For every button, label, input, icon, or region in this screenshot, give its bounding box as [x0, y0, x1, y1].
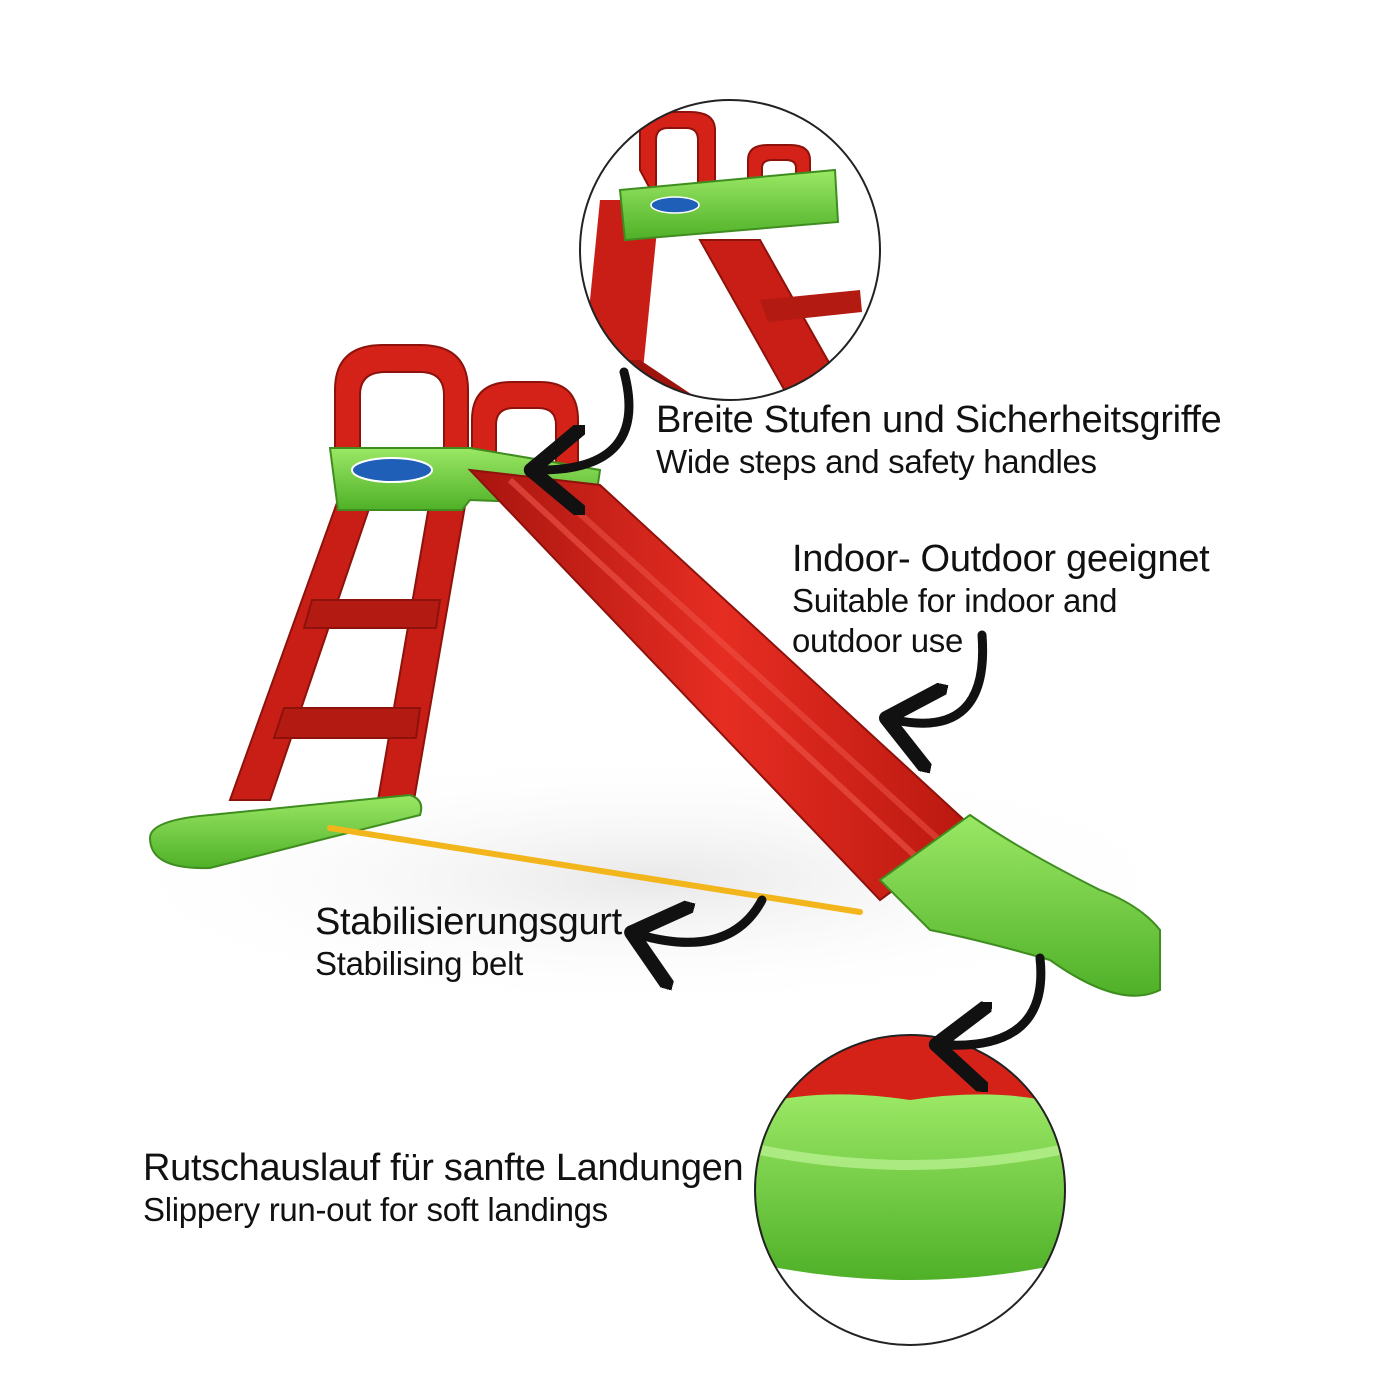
ladder-right-rail	[376, 499, 468, 801]
ladder-step	[302, 599, 442, 629]
slide-runout	[878, 813, 1161, 997]
slide-product	[148, 344, 1161, 997]
caption-indoor-de: Indoor- Outdoor geeignet	[792, 538, 1210, 580]
magnifier-circle-icon	[579, 99, 881, 401]
caption-steps: Breite Stufen und Sicherheitsgriffe Wide…	[656, 398, 1222, 482]
arrow-curved-icon	[895, 630, 988, 723]
arrow-curved-icon	[540, 367, 634, 470]
ladder-step	[272, 707, 422, 739]
ladder-left-rail	[228, 499, 374, 801]
chute-groove	[542, 479, 951, 851]
arrow-curved-icon	[945, 953, 1046, 1045]
chute-groove	[507, 477, 928, 868]
caption-indoor: Indoor- Outdoor geeignet Suitable for in…	[792, 537, 1210, 661]
front-handle	[334, 344, 469, 456]
caption-indoor-en-line2: outdoor use	[792, 622, 963, 659]
caption-belt-en: Stabilising belt	[315, 945, 523, 982]
magnifier-circle-icon	[754, 1034, 1066, 1346]
stabilising-belt	[327, 825, 863, 915]
caption-steps-de: Breite Stufen und Sicherheitsgriffe	[656, 399, 1222, 441]
caption-steps-en: Wide steps and safety handles	[656, 443, 1097, 480]
arrow-curved-icon	[640, 895, 767, 942]
caption-runout-en: Slippery run-out for soft landings	[143, 1191, 608, 1228]
caption-indoor-en-line1: Suitable for indoor and	[792, 582, 1118, 619]
caption-belt-de: Stabilisierungsgurt	[315, 901, 622, 943]
caption-belt: Stabilisierungsgurt Stabilising belt	[315, 900, 622, 984]
caption-runout-de: Rutschauslauf für sanfte Landungen	[143, 1147, 744, 1189]
ladder-foot-base	[148, 793, 423, 870]
brand-logo-icon	[351, 457, 433, 483]
caption-runout: Rutschauslauf für sanfte Landungen Slipp…	[143, 1146, 744, 1230]
